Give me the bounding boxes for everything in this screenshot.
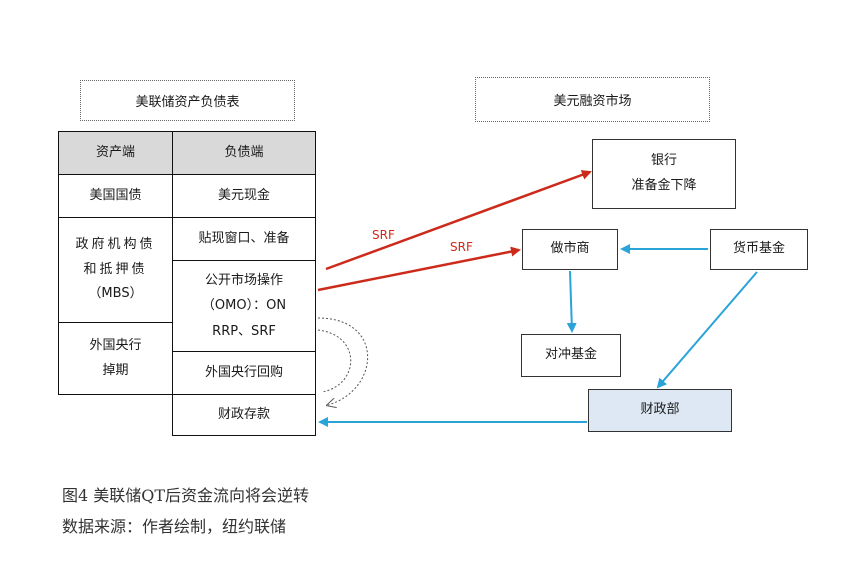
liability-tga: 财政存款 xyxy=(172,394,316,436)
asset-agency-line1: 政府机构债 xyxy=(75,236,156,252)
asset-agency-line2: 和抵押债 xyxy=(83,261,148,277)
srf-arrow-to-dealer xyxy=(317,246,521,292)
liability-fx-repo: 外国央行回购 xyxy=(172,351,316,395)
figure-caption: 图4 美联储QT后资金流向将会逆转 xyxy=(62,486,310,505)
srf-label-2: SRF xyxy=(450,240,473,254)
asset-fx-line1: 外国央行 xyxy=(89,337,142,353)
liability-omo-line1: 公开市场操作 xyxy=(204,272,283,288)
funding-market-title: 美元融资市场 xyxy=(475,77,710,122)
bank-label: 银行 xyxy=(650,153,677,169)
figure-source: 数据来源：作者绘制，纽约联储 xyxy=(62,517,287,536)
asset-fx-line2: 掉期 xyxy=(102,362,129,378)
liability-currency: 美元现金 xyxy=(172,174,316,218)
bank-sublabel: 准备金下降 xyxy=(631,178,697,193)
srf-label-1: SRF xyxy=(372,228,395,242)
liability-omo-line2: （OMO）：ON xyxy=(201,298,287,314)
mmf-to-treasury-arrow xyxy=(656,271,758,389)
bank-node: 银行 准备金下降 xyxy=(592,139,736,209)
hedge-fund-node: 对冲基金 xyxy=(521,334,621,377)
omo-to-tga-dotted-arrow xyxy=(317,317,369,405)
srf-arrow-to-bank xyxy=(325,170,592,271)
dealer-node: 做市商 xyxy=(522,229,618,270)
mmf-node: 货币基金 xyxy=(710,229,808,270)
balance-sheet-title: 美联储资产负债表 xyxy=(80,80,295,121)
treasury-node: 财政部 xyxy=(588,389,732,432)
liability-omo-line3: RRP、SRF xyxy=(212,323,276,339)
asset-agency-mbs: 政府机构债 和抵押债 （MBS） xyxy=(58,217,173,323)
liability-omo: 公开市场操作 （OMO）：ON RRP、SRF xyxy=(172,260,316,352)
omo-to-tga-dotted-arrow-inner xyxy=(317,329,352,393)
liability-discount-reserves: 贴现窗口、准备 xyxy=(172,217,316,261)
assets-header: 资产端 xyxy=(58,131,173,175)
dealer-to-hedge-arrow xyxy=(566,270,577,333)
asset-agency-line3: （MBS） xyxy=(88,286,143,302)
asset-fx-swaps: 外国央行 掉期 xyxy=(58,322,173,395)
